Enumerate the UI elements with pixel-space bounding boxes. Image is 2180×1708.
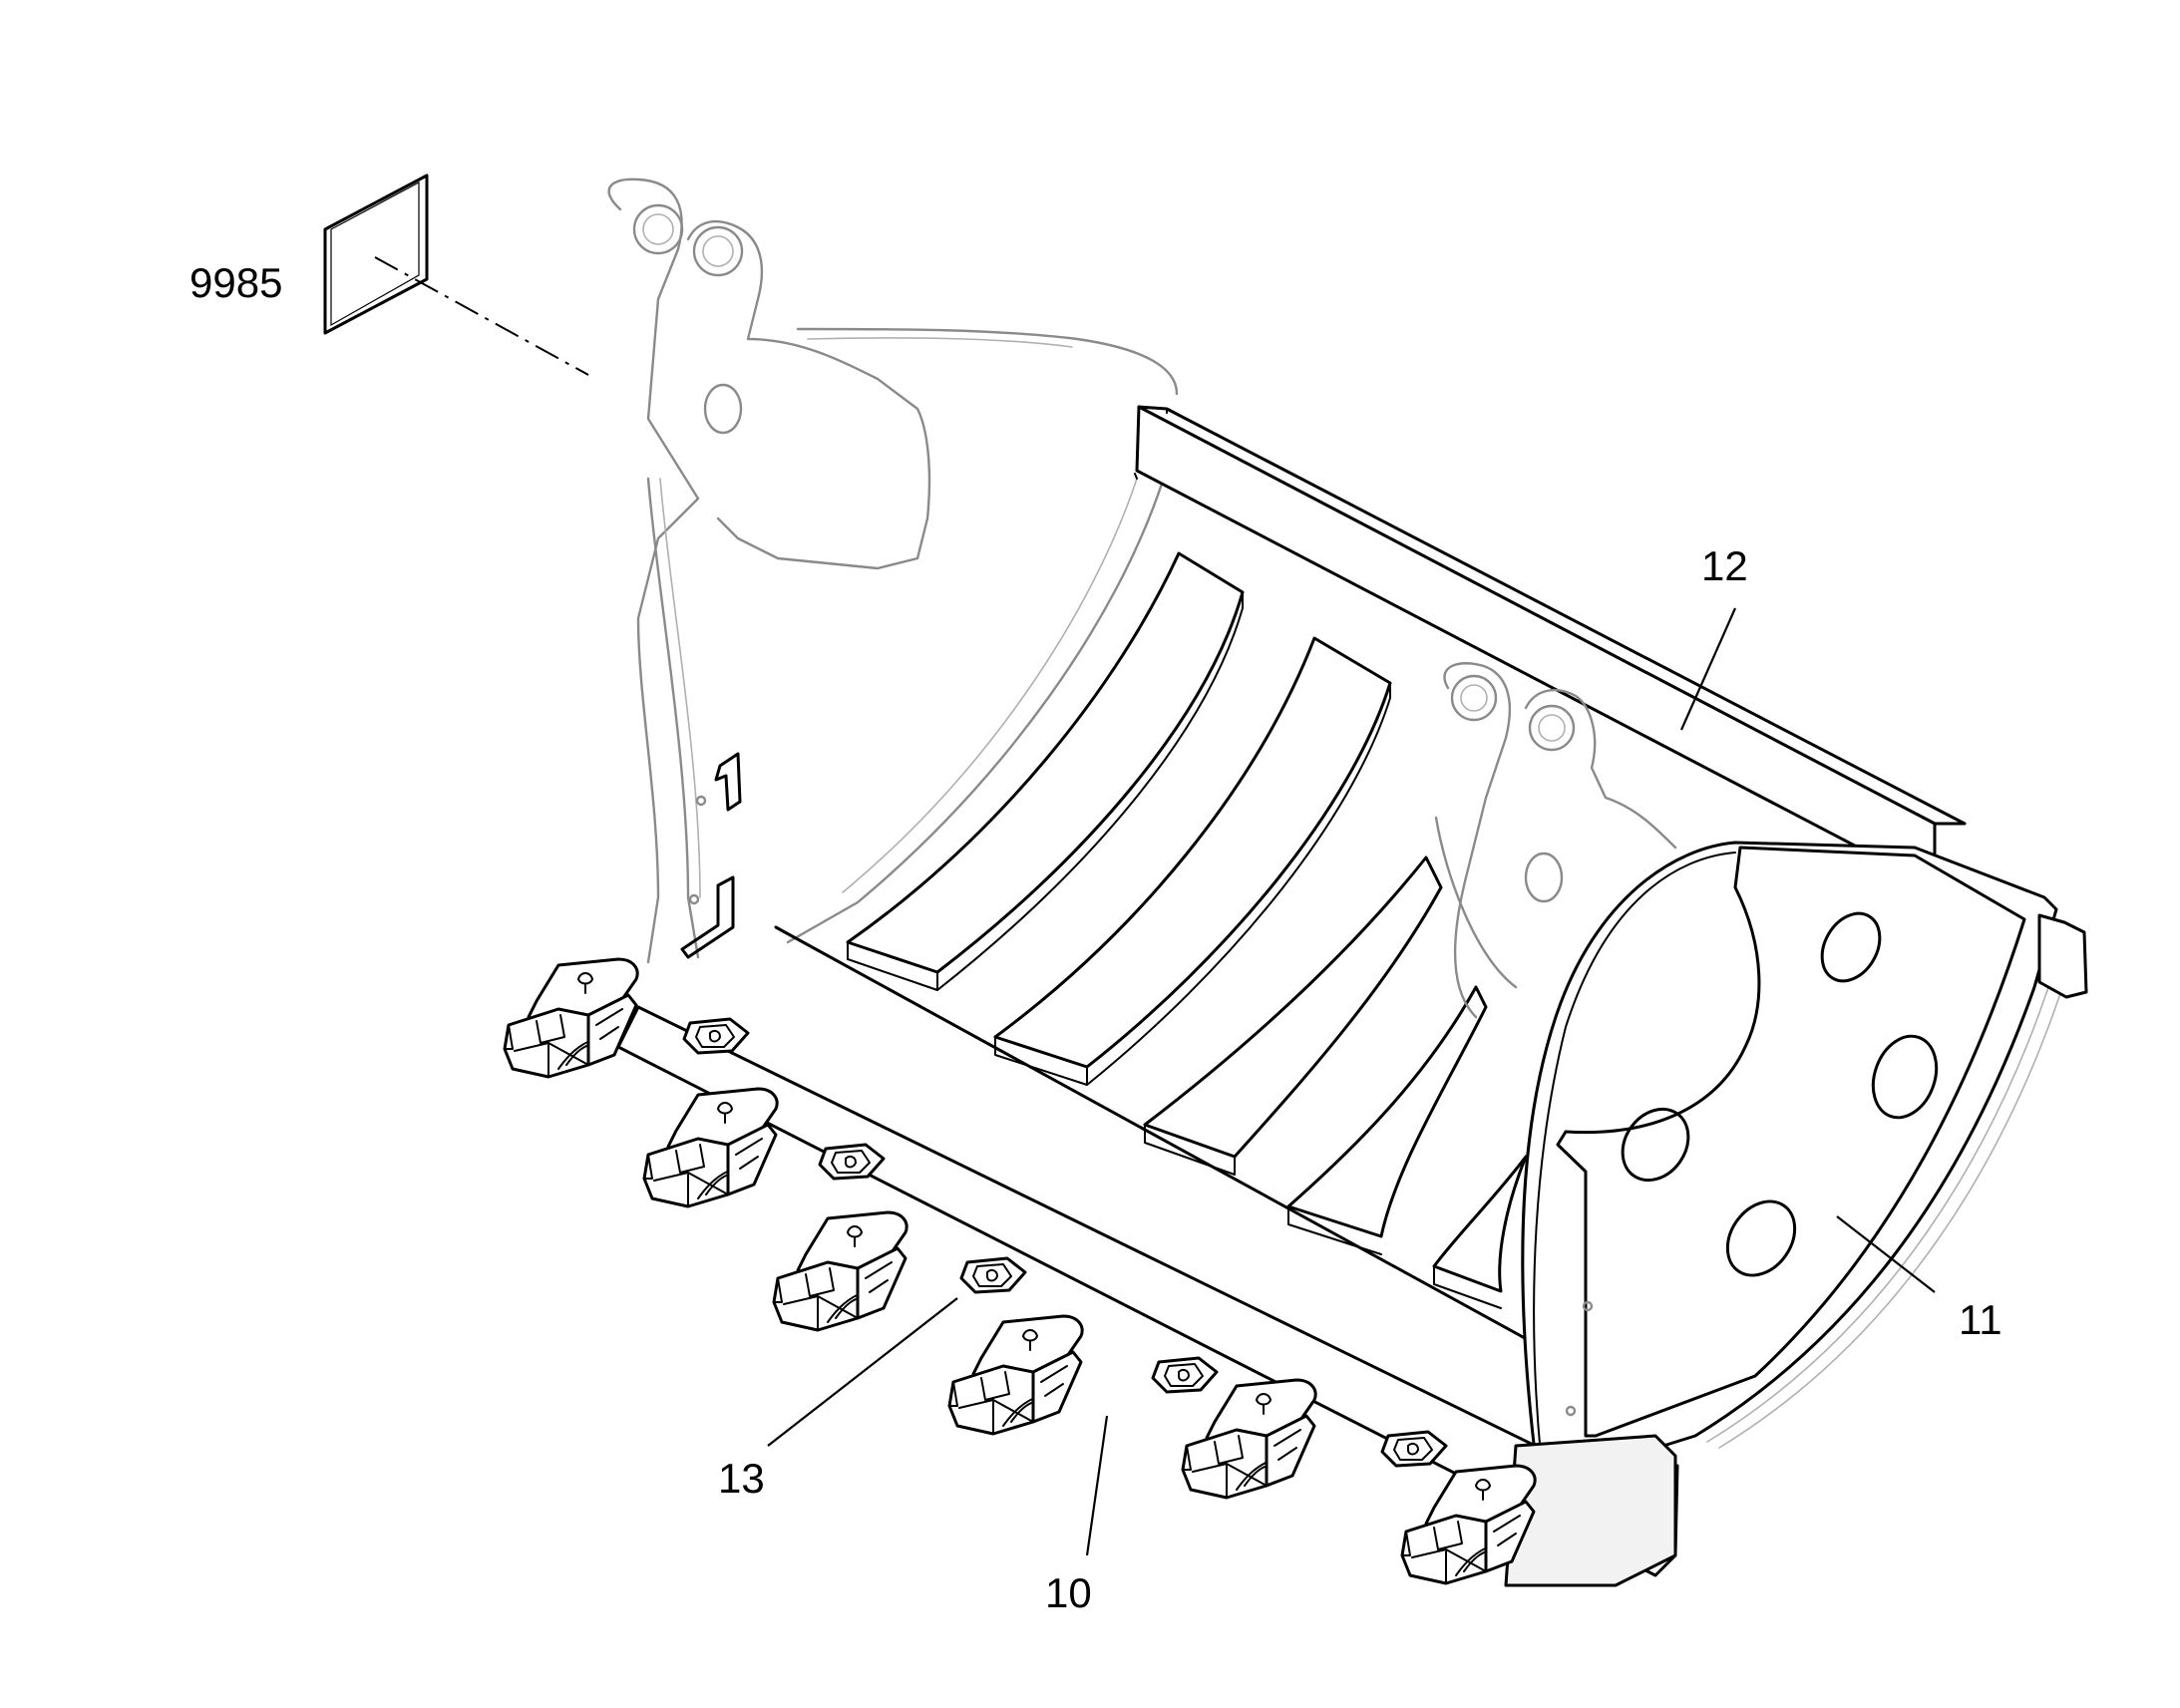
wear-pad-1 <box>682 1017 750 1055</box>
decal-centerline <box>374 256 589 376</box>
bucket-floor <box>774 473 1578 1368</box>
right-brackets <box>1434 662 1677 1019</box>
tooth-4 <box>947 1314 1084 1436</box>
tooth-1 <box>503 957 639 1079</box>
callout-9985: 9985 <box>189 259 282 306</box>
callout-12: 12 <box>1701 542 1748 589</box>
tooth-3 <box>772 1210 908 1332</box>
leader-13 <box>767 1297 958 1447</box>
callout-11: 11 <box>1959 1296 2002 1343</box>
leader-11 <box>1836 1215 1936 1293</box>
callout-labels: 9985 12 11 13 10 <box>189 259 2002 1616</box>
decal-plate <box>323 173 589 376</box>
callout-10: 10 <box>1045 1569 1092 1616</box>
leader-12 <box>1679 607 1737 731</box>
wear-strips <box>846 551 1528 1309</box>
leader-10 <box>1085 1415 1109 1556</box>
right-side-plate <box>1521 841 2088 1463</box>
wear-strip-2 <box>993 636 1392 1086</box>
callout-13: 13 <box>718 1455 765 1502</box>
leader-lines <box>767 607 1936 1556</box>
left-side-plate <box>607 177 1179 964</box>
tooth-2 <box>642 1087 779 1208</box>
tooth-5 <box>1181 1378 1317 1500</box>
wear-strip-1 <box>846 551 1245 991</box>
wear-pad-4 <box>1151 1356 1219 1394</box>
wear-strip-5 <box>1432 1155 1528 1309</box>
wear-strip-3 <box>1143 855 1443 1176</box>
wear-pad-3 <box>959 1256 1027 1294</box>
wear-strip-4 <box>1286 985 1488 1255</box>
